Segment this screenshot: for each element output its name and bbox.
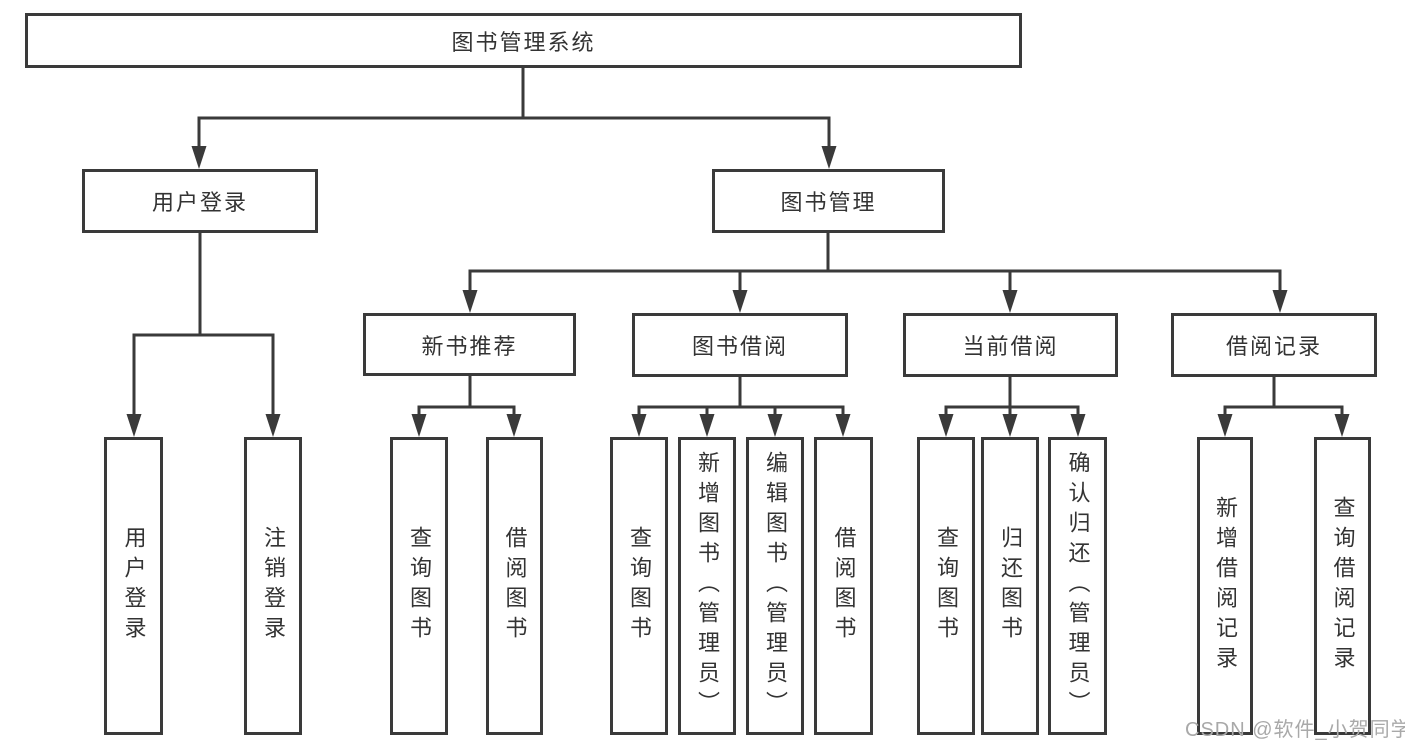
leaf-add-books-admin: 新增图书（管理员） <box>678 437 736 735</box>
leaf-query-books-borrow: 查询图书 <box>610 437 668 735</box>
csdn-watermark: CSDN @软件_小贺同学 <box>1185 719 1405 741</box>
leaf-query-books-recommend: 查询图书 <box>390 437 448 735</box>
leaf-logout: 注销登录 <box>244 437 302 735</box>
leaf-query-books-current: 查询图书 <box>917 437 975 735</box>
node-book-management: 图书管理 <box>712 169 945 233</box>
leaf-return-books: 归还图书 <box>981 437 1039 735</box>
leaf-user-login: 用户登录 <box>104 437 163 735</box>
node-new-book-recommend: 新书推荐 <box>363 313 576 376</box>
node-current-borrow: 当前借阅 <box>903 313 1118 377</box>
leaf-borrow-books: 借阅图书 <box>814 437 873 735</box>
leaf-edit-books-admin: 编辑图书（管理员） <box>746 437 804 735</box>
leaf-add-borrow-record: 新增借阅记录 <box>1197 437 1253 735</box>
arrowheads <box>126 146 1350 437</box>
node-book-borrow: 图书借阅 <box>632 313 848 377</box>
leaf-borrow-books-recommend: 借阅图书 <box>486 437 543 735</box>
node-borrow-records: 借阅记录 <box>1171 313 1377 377</box>
node-user-login: 用户登录 <box>82 169 318 233</box>
leaf-confirm-return-admin: 确认归还（管理员） <box>1048 437 1107 735</box>
node-library-system: 图书管理系统 <box>25 13 1022 68</box>
leaf-query-borrow-record: 查询借阅记录 <box>1314 437 1371 735</box>
